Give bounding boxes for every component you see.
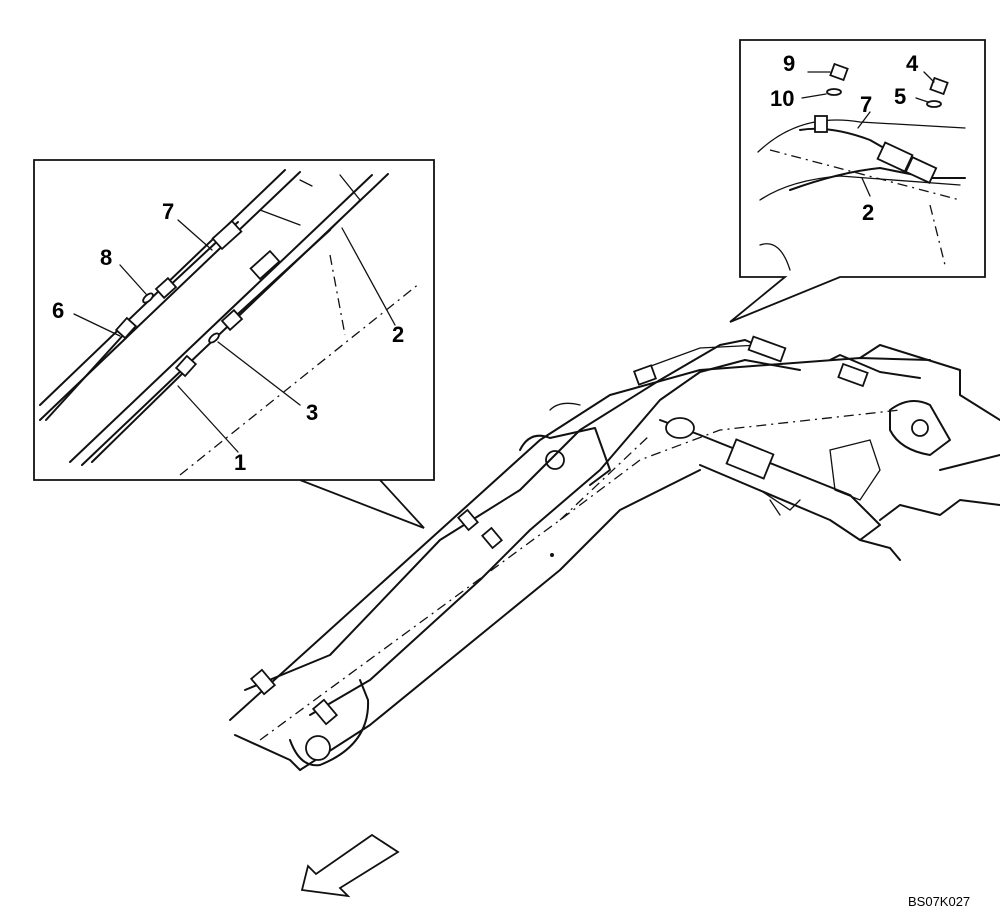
pipe-7-fitting — [154, 276, 178, 300]
leader-8 — [119, 264, 147, 295]
leader-7 — [177, 219, 213, 251]
boom-fitting-block — [747, 335, 787, 363]
leader-7-right — [857, 111, 871, 129]
right-centerline — [769, 149, 961, 201]
frame-edge-2 — [829, 354, 921, 379]
leader-4 — [923, 71, 935, 83]
left-detail-frame — [33, 159, 435, 529]
frame-edge-5 — [859, 539, 901, 561]
cap-4 — [929, 76, 949, 96]
boom-lower-edge — [299, 469, 701, 771]
cylinder-gland — [725, 438, 775, 480]
right-detail-contour-3 — [759, 243, 791, 271]
pipe-2-fitting — [220, 308, 244, 332]
boom-clamp-4 — [480, 526, 504, 550]
o-ring-10 — [826, 88, 842, 96]
boom-cylinder-body — [659, 419, 881, 541]
leader-5 — [915, 97, 929, 103]
pipe-7-clamp — [211, 219, 243, 251]
hose-1-line — [91, 369, 187, 463]
right-block-fitting-2 — [904, 156, 938, 184]
front-direction-arrow-icon — [300, 833, 400, 898]
figure-code: BS07K027 — [908, 894, 970, 909]
right-detail-frame — [729, 39, 986, 323]
callout-7-right: 7 — [860, 92, 872, 117]
frame-edge-3 — [939, 454, 1000, 471]
o-ring-3 — [208, 332, 220, 344]
hose-6-fitting — [114, 316, 138, 340]
boom-centerline-2 — [559, 434, 651, 521]
boom-tip-plate — [289, 679, 370, 767]
boom-surface-line — [549, 402, 581, 411]
frame-window — [829, 439, 881, 501]
callout-5: 5 — [894, 84, 906, 109]
leader-2 — [341, 227, 396, 326]
callout-8: 8 — [100, 245, 112, 270]
pipe-7-right — [799, 127, 906, 161]
cylinder-rod-end — [665, 417, 695, 439]
leader-1 — [177, 385, 239, 453]
boom-bracket-pin — [545, 450, 565, 470]
boom-foot — [889, 400, 951, 456]
hose-6-line — [45, 331, 127, 421]
o-ring-8 — [142, 292, 154, 304]
boom-assembly — [229, 335, 1000, 771]
callout-7-left: 7 — [162, 199, 174, 224]
leader-3 — [217, 341, 301, 406]
boom-clamp-5 — [632, 364, 658, 386]
frame-edge-4 — [879, 499, 1000, 521]
right-detail-view: 9 10 4 5 7 2 — [729, 39, 986, 323]
callout-9: 9 — [783, 51, 795, 76]
left-detail-contour — [299, 174, 361, 231]
boom-tip-pin — [305, 735, 331, 761]
left-detail-edge — [259, 209, 301, 226]
left-centerline — [179, 282, 421, 476]
callout-2-left: 2 — [392, 322, 404, 347]
right-centerline-2 — [929, 204, 946, 266]
pipe-2-clamp — [249, 249, 281, 281]
cap-9 — [829, 62, 849, 82]
pipe-2-line — [227, 229, 331, 324]
boom-grease-point — [550, 553, 554, 557]
boom-centerline — [259, 409, 901, 741]
left-arm-edge-3 — [69, 174, 373, 463]
leader-10 — [801, 93, 827, 99]
hose-1-fitting — [174, 354, 198, 378]
callout-1: 1 — [234, 450, 246, 475]
callout-4: 4 — [906, 51, 919, 76]
boom-foot-clamp — [837, 362, 869, 388]
boom-clamp-2 — [311, 698, 339, 726]
callout-2-right: 2 — [862, 200, 874, 225]
boom-pipe-lower — [309, 359, 801, 716]
boom-pipe-extra — [639, 344, 761, 371]
callout-10: 10 — [770, 86, 794, 111]
callout-3: 3 — [306, 400, 318, 425]
left-detail-view: 7 8 6 1 3 2 — [33, 159, 435, 529]
left-centerline-2 — [329, 254, 346, 336]
frame-detail — [759, 489, 801, 516]
leader-6 — [73, 313, 121, 337]
boom-clamp-3 — [456, 508, 480, 532]
callout-6: 6 — [52, 298, 64, 323]
leader-2-right — [861, 177, 871, 197]
right-block-fitting — [876, 141, 914, 173]
pipe-2-right — [789, 167, 966, 191]
right-detail-contour-1 — [757, 119, 966, 153]
boom-tip-edge — [234, 734, 301, 771]
boom-pipe-upper — [244, 339, 781, 691]
o-ring-5 — [926, 100, 942, 108]
pipe-7-right-clamp — [814, 115, 828, 133]
boom-clamp-1 — [249, 668, 277, 696]
boom-bracket — [519, 427, 611, 486]
frame-edge-1 — [859, 344, 1000, 421]
boom-foot-pin — [911, 419, 929, 437]
